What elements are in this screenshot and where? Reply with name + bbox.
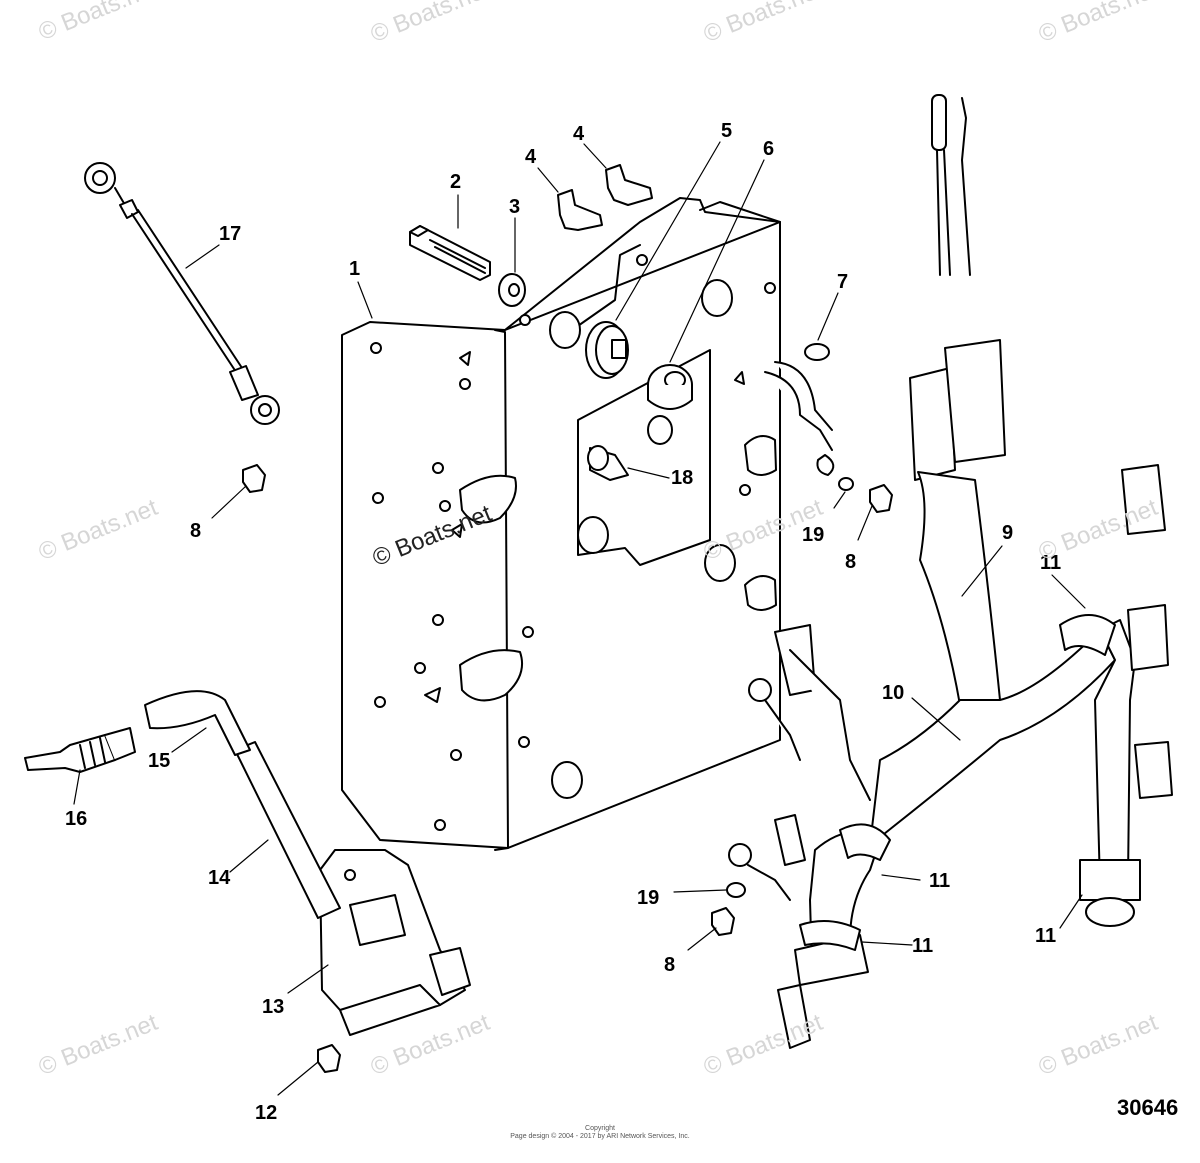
lock-washers: [726, 477, 854, 898]
wiring-harness: [728, 94, 1173, 1049]
leader-lines: [73, 141, 1086, 1096]
callout-18[interactable]: 18: [671, 467, 694, 489]
callout-4b[interactable]: 4: [573, 123, 585, 145]
callout-11d[interactable]: 11: [1035, 925, 1057, 947]
callout-13[interactable]: 13: [262, 996, 285, 1018]
callout-8a[interactable]: 8: [190, 520, 202, 542]
coil-screw: [317, 1044, 341, 1073]
callout-14[interactable]: 14: [208, 867, 231, 889]
callout-11b[interactable]: 11: [929, 870, 951, 892]
ground-strap: [764, 343, 835, 476]
bolt: [409, 225, 491, 281]
callout-1[interactable]: 1: [349, 258, 361, 280]
callout-3[interactable]: 3: [509, 196, 521, 218]
callout-17[interactable]: 17: [219, 223, 242, 245]
callout-8b[interactable]: 8: [845, 551, 857, 573]
mounting-plate: [341, 197, 781, 851]
callout-16[interactable]: 16: [65, 808, 88, 830]
ignition-coil-assembly: [24, 690, 471, 1036]
washer: [498, 273, 526, 307]
callout-5[interactable]: 5: [721, 120, 733, 142]
callout-2[interactable]: 2: [450, 171, 462, 193]
callout-7[interactable]: 7: [837, 271, 849, 293]
callout-6[interactable]: 6: [763, 138, 775, 160]
callout-19a[interactable]: 19: [802, 524, 825, 546]
spacer: [587, 445, 629, 481]
copyright-line-2: Page design © 2004 - 2017 by ARI Network…: [510, 1133, 690, 1140]
callout-4a[interactable]: 4: [525, 146, 537, 168]
callout-15[interactable]: 15: [148, 750, 171, 772]
callout-11c[interactable]: 11: [912, 935, 934, 957]
callout-9[interactable]: 9: [1002, 522, 1014, 544]
callout-11a[interactable]: 11: [1040, 552, 1062, 574]
grommet: [585, 321, 629, 379]
screws: [242, 464, 893, 936]
bushing: [647, 364, 693, 410]
push-clips: [557, 164, 653, 231]
callout-19b[interactable]: 19: [637, 887, 660, 909]
battery-cable: [84, 162, 280, 425]
copyright-line-1: Copyright: [585, 1125, 615, 1132]
callout-8c[interactable]: 8: [664, 954, 676, 976]
diagram-id: 30646: [1117, 1095, 1179, 1120]
callout-10[interactable]: 10: [882, 682, 905, 704]
callout-12[interactable]: 12: [255, 1102, 278, 1124]
copyright-notice: Copyright Page design © 2004 - 2017 by A…: [460, 1125, 740, 1141]
